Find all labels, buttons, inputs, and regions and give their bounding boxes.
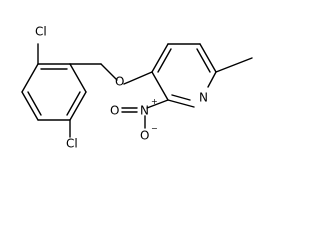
nitro-nitrogen-atom: N bbox=[140, 104, 149, 118]
pyridine-nitrogen-atom: N bbox=[199, 91, 208, 105]
chloro-bonds bbox=[37, 43, 71, 138]
pyridine-ring bbox=[151, 43, 217, 108]
nitro-oxygen-negative-charge: − bbox=[151, 124, 158, 133]
nitro-oxygen-atom-double: O bbox=[110, 104, 119, 118]
nitro-nitrogen-positive-charge: + bbox=[151, 97, 158, 106]
chlorine-atom-bottom: Cl bbox=[66, 137, 78, 151]
ether-oxygen-atom: O bbox=[115, 75, 124, 89]
nitro-group-bonds bbox=[121, 99, 169, 129]
chlorine-atom-top: Cl bbox=[35, 25, 47, 39]
chemical-structure: Cl Cl O N N + O O − bbox=[21, 25, 253, 151]
methyl-bond bbox=[215, 57, 253, 73]
dichlorophenyl-ring bbox=[21, 63, 87, 121]
nitro-oxygen-atom-single: O bbox=[140, 129, 149, 143]
benzyl-ether-linkage bbox=[69, 63, 153, 85]
